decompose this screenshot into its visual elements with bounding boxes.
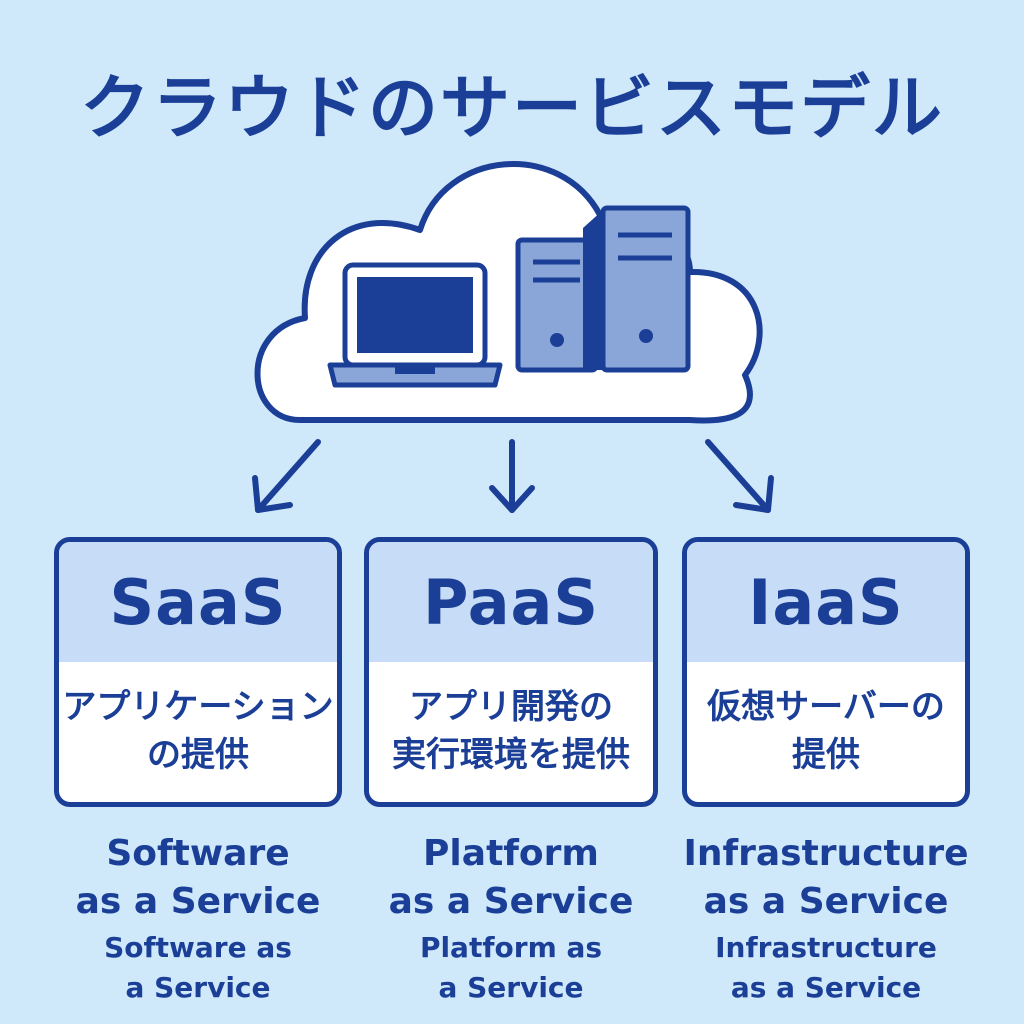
card-header: PaaS (369, 542, 653, 662)
arrow-left-icon (252, 439, 321, 513)
saas-card: SaaS アプリケーション の提供 (54, 537, 342, 807)
card-abbreviation: IaaS (748, 565, 904, 639)
iaas-card: IaaS 仮想サーバーの 提供 (682, 537, 970, 807)
caption-line: Infrastructure (683, 833, 969, 874)
caption-subline: Infrastructure (715, 931, 937, 964)
card-description: 仮想サーバーの 提供 (687, 662, 965, 802)
card-header: SaaS (59, 542, 337, 662)
caption-subline: a Service (125, 971, 271, 1004)
laptop-icon (327, 262, 503, 388)
caption-line: as a Service (703, 881, 949, 922)
caption-subline: a Service (438, 971, 584, 1004)
card-header: IaaS (687, 542, 965, 662)
description-line: 実行環境を提供 (392, 735, 630, 775)
description-line: 仮想サーバーの (707, 687, 945, 728)
paas-caption: Platform as a Service Platform as a Serv… (351, 830, 671, 1006)
arrow-down-icon (489, 439, 535, 513)
page-title: クラウドのサービスモデル (80, 67, 944, 149)
card-description: アプリケーション の提供 (59, 662, 337, 802)
paas-card: PaaS アプリ開発の 実行環境を提供 (364, 537, 658, 807)
caption-line: as a Service (75, 881, 321, 922)
caption-subline: as a Service (730, 971, 922, 1004)
iaas-caption: Infrastructure as a Service Infrastructu… (666, 830, 986, 1006)
card-abbreviation: PaaS (422, 565, 600, 639)
description-line: の提供 (147, 735, 249, 775)
caption-line: as a Service (388, 881, 634, 922)
description-line: アプリ開発の (409, 687, 613, 728)
caption-subline: Platform as (419, 931, 603, 964)
saas-caption: Software as a Service Software as a Serv… (38, 830, 358, 1006)
caption-subline: Software as (104, 931, 292, 964)
description-line: アプリケーション (62, 687, 334, 728)
card-abbreviation: SaaS (109, 565, 287, 639)
caption-line: Platform (423, 833, 599, 874)
arrow-right-icon (705, 439, 774, 513)
server-tower-icon (583, 205, 691, 373)
description-line: 提供 (792, 735, 860, 775)
card-description: アプリ開発の 実行環境を提供 (369, 662, 653, 802)
caption-line: Software (106, 833, 290, 874)
